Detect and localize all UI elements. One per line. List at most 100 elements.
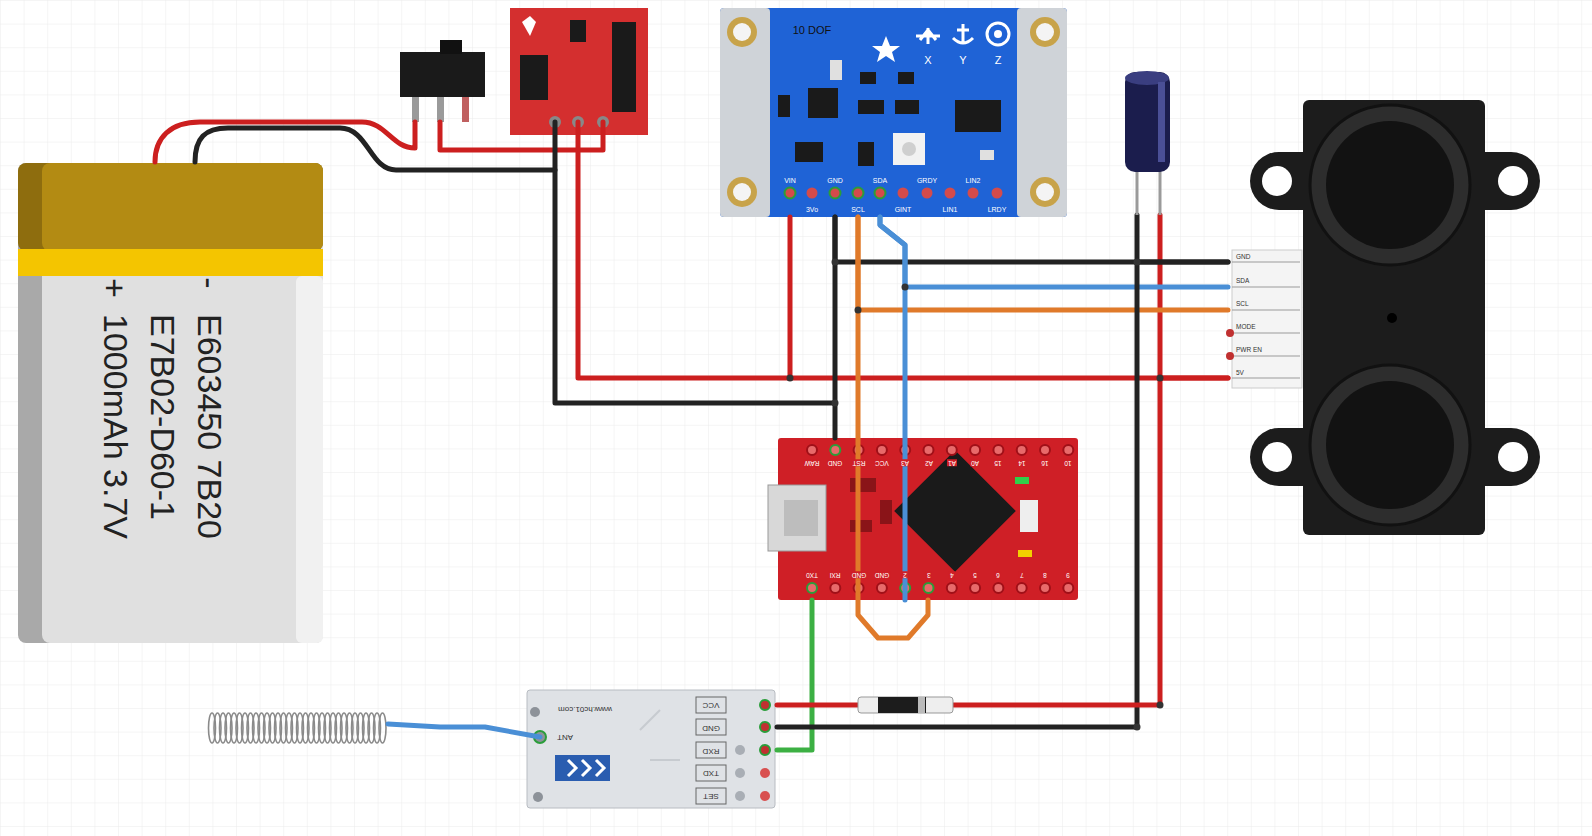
pin-label: TX0 bbox=[805, 572, 819, 579]
radio-module-part bbox=[735, 745, 745, 755]
pin-label: LRDY bbox=[988, 206, 1007, 213]
static-wires-part bbox=[388, 724, 540, 737]
pin-label: 2 bbox=[902, 572, 908, 579]
capacitor-symbol-part bbox=[1125, 72, 1170, 172]
imu-board-part bbox=[893, 133, 925, 165]
microcontroller-board-part bbox=[1015, 477, 1029, 484]
capacitor-symbol-part bbox=[1136, 165, 1139, 215]
pin-label: LIN1 bbox=[943, 206, 958, 213]
lidar-sensor-part bbox=[1310, 105, 1470, 265]
imu-board bbox=[720, 8, 1067, 217]
pin-label: 3Vo bbox=[806, 206, 818, 213]
pin-label: 9 bbox=[1065, 572, 1071, 579]
capacitor-symbol-part bbox=[1159, 165, 1162, 215]
pin-label: GND bbox=[827, 177, 843, 184]
capacitor-symbol-part bbox=[1158, 82, 1165, 162]
diode-symbol bbox=[858, 697, 953, 713]
imu-board-part bbox=[922, 188, 933, 199]
imu-board-part bbox=[898, 188, 909, 199]
imu-board-part bbox=[1030, 177, 1060, 207]
pin-label: GRDY bbox=[917, 177, 937, 184]
lidar-sensor-part bbox=[1232, 378, 1300, 379]
imu-board-part bbox=[858, 100, 884, 114]
lidar-sensor-part bbox=[1262, 166, 1292, 196]
static-wires-part bbox=[578, 122, 790, 378]
charger-board-part bbox=[612, 22, 636, 112]
radio-module-part bbox=[760, 745, 770, 755]
radio-module-part bbox=[760, 722, 770, 732]
static-wires-part bbox=[555, 122, 835, 403]
microcontroller-board-part-part bbox=[993, 445, 1003, 455]
imu-board-part bbox=[968, 188, 979, 199]
pin-label: 10 bbox=[1064, 460, 1073, 467]
radio-module-part bbox=[760, 768, 770, 778]
battery-body-part bbox=[18, 163, 323, 251]
radio-module: www.hc01.comANTVCCGNDRXDTXDSET bbox=[527, 690, 777, 808]
imu-board-part bbox=[808, 88, 838, 118]
pin-label: RXI bbox=[829, 572, 842, 579]
microcontroller-board-part bbox=[807, 445, 1073, 593]
microcontroller-board-part-part bbox=[807, 583, 817, 593]
charger-board bbox=[510, 8, 648, 135]
charger-board-part bbox=[510, 8, 648, 135]
imu-board-part bbox=[720, 8, 1067, 217]
radio-module-part bbox=[640, 710, 680, 760]
microcontroller-board-part-part bbox=[1063, 445, 1073, 455]
connector-layer bbox=[777, 217, 1228, 750]
pin-label: RAW bbox=[804, 460, 821, 467]
lidar-sensor: GNDSDASCLMODEPWR EN5V bbox=[1228, 100, 1540, 535]
pin-label: A3 bbox=[900, 460, 910, 467]
pin-label: MODE bbox=[1236, 324, 1256, 331]
axis-label: Y bbox=[959, 55, 966, 66]
diode-symbol-part bbox=[918, 697, 925, 713]
imu-board-part bbox=[858, 142, 874, 166]
imu-board-part bbox=[733, 183, 751, 201]
imu-board-part bbox=[980, 150, 994, 160]
lidar-sensor-part bbox=[1326, 381, 1454, 509]
lidar-sensor-part bbox=[1326, 121, 1454, 249]
radio-module-part bbox=[527, 690, 775, 808]
slide-switch-part bbox=[437, 97, 444, 122]
radio-module-part bbox=[696, 742, 726, 758]
lidar-sensor-part bbox=[1232, 356, 1300, 357]
imu-board-part bbox=[953, 24, 973, 44]
microcontroller-board-part-part bbox=[807, 445, 817, 455]
microcontroller-board-part-part bbox=[1040, 445, 1050, 455]
microcontroller-board: RAWGNDRSTVCCA3A2A1A015141610TX0RXIGNDGND… bbox=[778, 438, 1078, 600]
imu-board-part bbox=[720, 8, 770, 217]
microcontroller-board-part-part bbox=[947, 445, 957, 455]
battery-body-part bbox=[296, 276, 323, 643]
imu-board-part bbox=[992, 188, 1003, 199]
pin-label: SDA bbox=[1236, 278, 1249, 285]
radio-module bbox=[527, 690, 775, 808]
microcontroller-board-part-part bbox=[1040, 583, 1050, 593]
imu-board-part bbox=[830, 60, 842, 80]
wire bbox=[777, 378, 1228, 705]
lidar-sensor-part bbox=[1232, 310, 1300, 311]
battery-body-part bbox=[42, 163, 323, 251]
radio-module-part bbox=[696, 788, 726, 804]
battery-body bbox=[18, 163, 323, 643]
pin-label: PWR EN bbox=[1236, 347, 1262, 354]
wire bbox=[880, 217, 1228, 287]
diode-symbol-part bbox=[878, 697, 926, 713]
pin-label: 3 bbox=[926, 572, 932, 579]
junction-dots-part bbox=[832, 259, 839, 266]
junction-dots-part bbox=[832, 400, 839, 407]
imu-board-part bbox=[902, 142, 916, 156]
pin-label: VCC bbox=[874, 460, 890, 467]
lidar-sensor-part bbox=[1498, 442, 1528, 472]
microcontroller-board-part bbox=[894, 450, 1016, 572]
microcontroller-board-part-part bbox=[993, 583, 1003, 593]
imu-board-part bbox=[807, 188, 818, 199]
radio-module-part bbox=[696, 719, 726, 735]
pin-label: SCL bbox=[1236, 301, 1249, 308]
lidar-sensor bbox=[1226, 100, 1540, 535]
imu-board-part bbox=[830, 188, 841, 199]
slide-switch bbox=[400, 40, 485, 122]
imu-board-part bbox=[955, 100, 1001, 132]
lidar-sensor-part bbox=[1387, 313, 1397, 323]
microcontroller-board-part-part bbox=[877, 445, 887, 455]
